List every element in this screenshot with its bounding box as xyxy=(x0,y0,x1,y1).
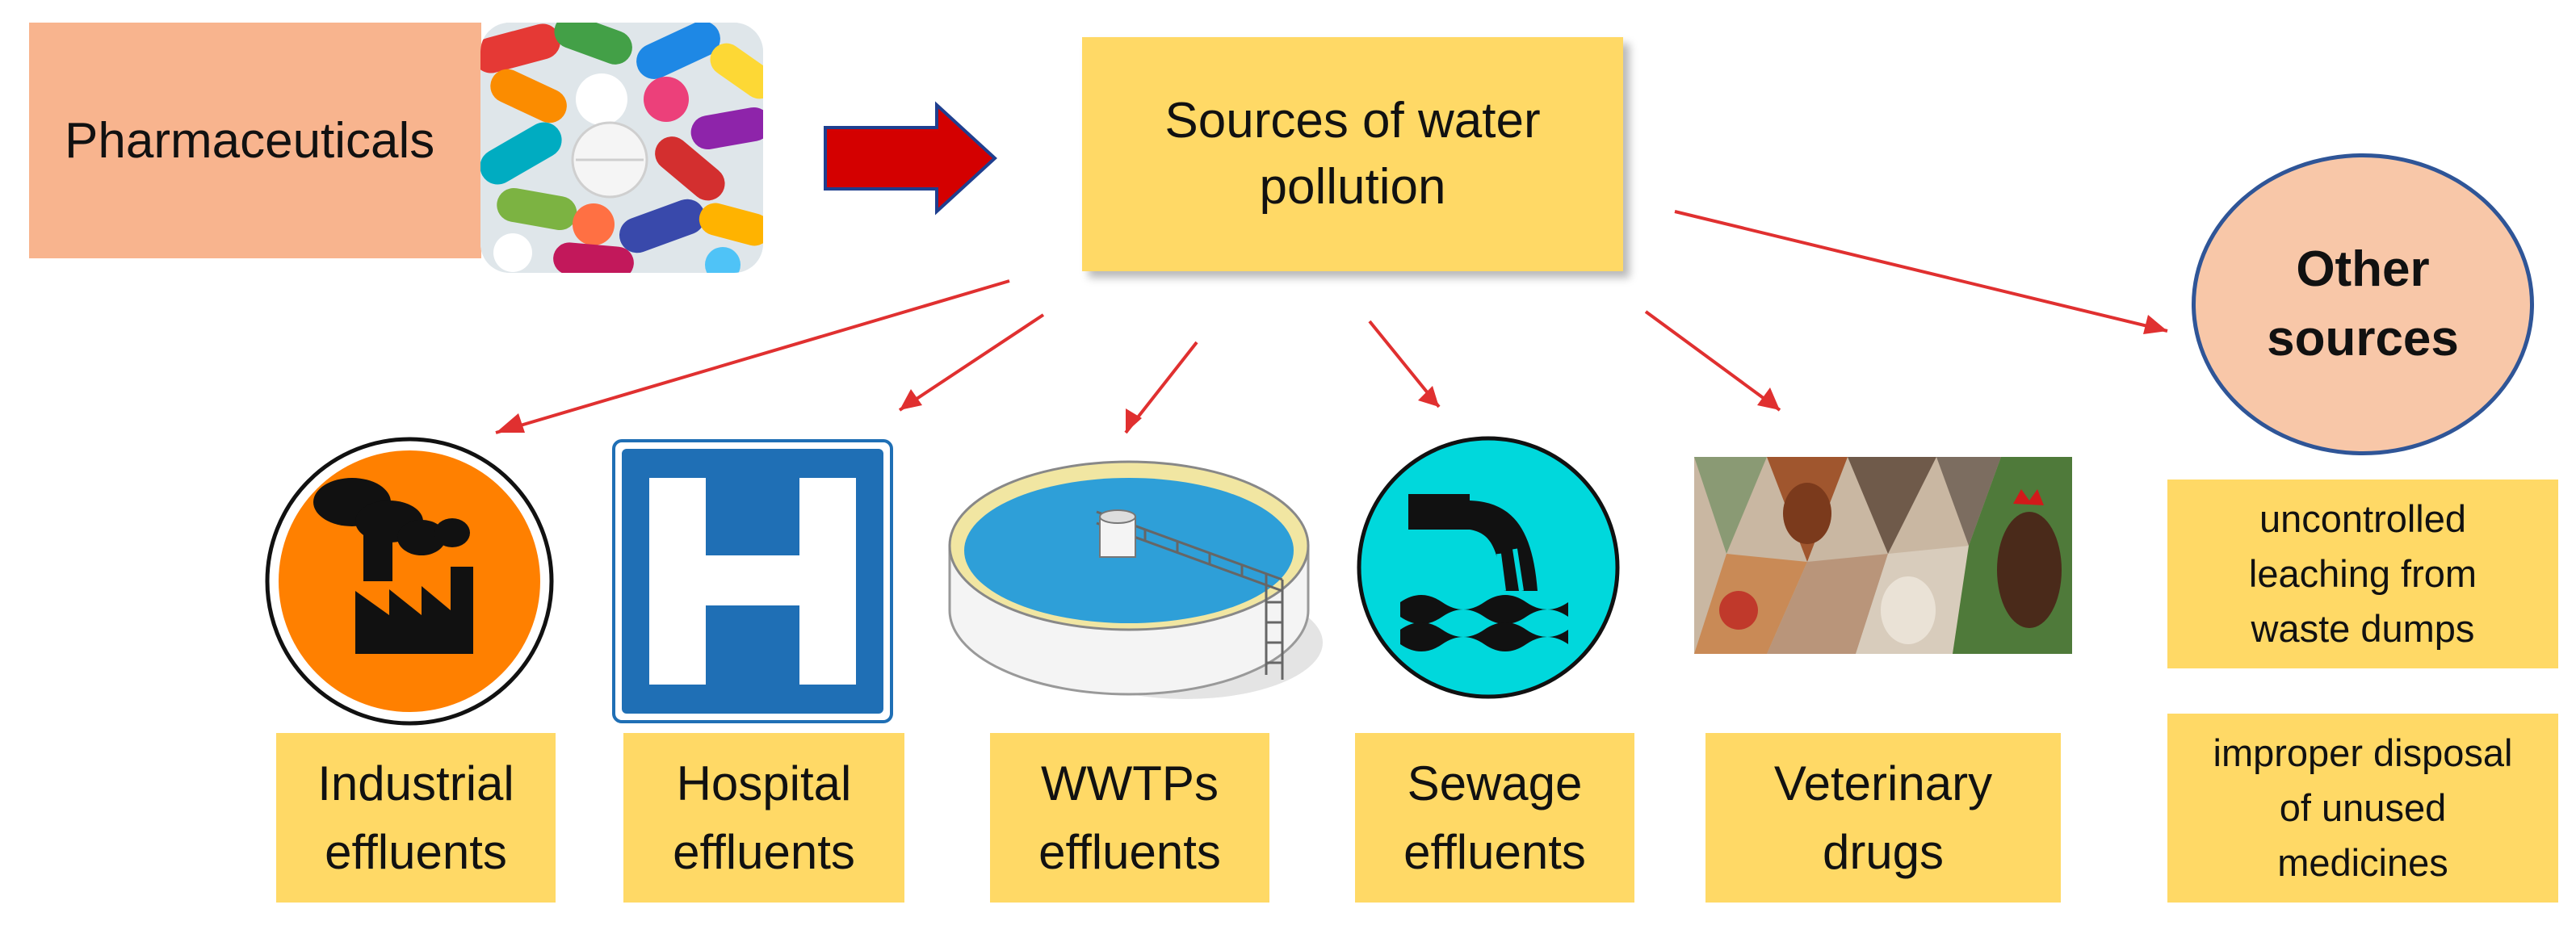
hospital-line1: Hospital xyxy=(676,756,852,810)
hospital-icon xyxy=(612,439,893,723)
industrial-line1: Industrial xyxy=(317,756,514,810)
arrow-to-sewage xyxy=(1368,320,1441,408)
arrow-to-other xyxy=(1674,210,2168,333)
leaching-line2: leaching from xyxy=(2248,551,2477,595)
arrow-to-wwtp xyxy=(1124,341,1198,434)
big-arrow xyxy=(824,101,997,216)
leaching-line3: waste dumps xyxy=(2251,607,2475,651)
wwtps-line1: WWTPs xyxy=(1041,756,1219,810)
industrial-line2: effluents xyxy=(325,825,507,879)
sources-title-line1: Sources of water xyxy=(1164,93,1541,149)
sewage-effluents-label: Sewage effluents xyxy=(1355,733,1634,903)
arrow-to-veterinary xyxy=(1644,310,1781,412)
sources-title-line2: pollution xyxy=(1259,159,1446,215)
wwtp-tank-icon xyxy=(943,449,1323,707)
arrow-to-industrial xyxy=(495,279,1010,434)
pharmaceuticals-box: Pharmaceuticals xyxy=(29,23,481,258)
veterinary-line2: drugs xyxy=(1822,825,1945,879)
industrial-effluents-label: Industrial effluents xyxy=(276,733,556,903)
improper-disposal-box: improper disposal of unused medicines xyxy=(2167,714,2558,903)
hospital-effluents-label: Hospital effluents xyxy=(623,733,904,903)
wwtps-effluents-label: WWTPs effluents xyxy=(990,733,1269,903)
livestock-icon xyxy=(1694,457,2072,654)
other-line1: Other xyxy=(2296,241,2430,298)
veterinary-line1: Veterinary xyxy=(1773,756,1993,810)
uncontrolled-leaching-box: uncontrolled leaching from waste dumps xyxy=(2167,480,2558,668)
pharmaceuticals-label: Pharmaceuticals xyxy=(65,112,435,169)
disposal-line2: of unused xyxy=(2279,785,2447,829)
hospital-line2: effluents xyxy=(673,825,855,879)
other-line2: sources xyxy=(2267,311,2459,366)
disposal-line3: medicines xyxy=(2277,841,2448,885)
arrow-to-hospital xyxy=(898,313,1045,412)
other-sources-oval: Other sources xyxy=(2192,153,2534,455)
veterinary-drugs-label: Veterinary drugs xyxy=(1705,733,2061,903)
sewage-pipe-icon xyxy=(1355,433,1622,702)
wwtps-line2: effluents xyxy=(1038,825,1221,879)
disposal-line1: improper disposal xyxy=(2213,731,2513,774)
sewage-line1: Sewage xyxy=(1407,756,1583,810)
sources-of-water-pollution-box: Sources of water pollution xyxy=(1082,37,1623,271)
leaching-line1: uncontrolled xyxy=(2259,496,2467,540)
pills-photo xyxy=(480,23,763,273)
factory-icon xyxy=(262,436,557,727)
sewage-line2: effluents xyxy=(1403,825,1586,879)
